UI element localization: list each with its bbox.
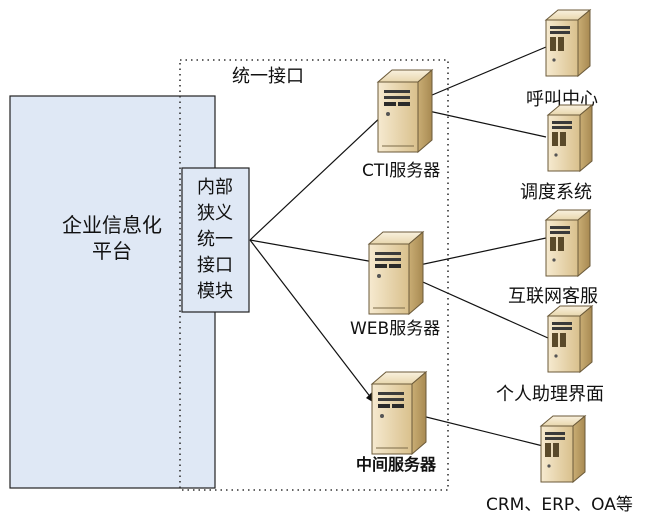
call-center-server-icon: [545, 9, 591, 77]
dispatch-label: 调度系统: [520, 182, 592, 203]
internet-service-label: 互联网客服: [508, 286, 598, 307]
internet-service-server-icon: [545, 209, 591, 277]
web-server-icon: [368, 231, 424, 315]
internal-module-line1: 内部: [197, 177, 233, 198]
internal-module-line4: 接口: [197, 255, 233, 276]
middle-server-label: 中间服务器: [356, 455, 437, 474]
dispatch-server-icon: [547, 104, 593, 172]
unified-interface-label: 统一接口: [232, 66, 304, 87]
line-module-to-middle: [249, 239, 376, 404]
crm-erp-oa-label: CRM、ERP、OA等: [486, 495, 633, 515]
line-module-to-cti: [249, 113, 385, 241]
internal-module-line3: 统一: [197, 229, 233, 250]
personal-assistant-label: 个人助理界面: [496, 384, 604, 405]
web-server-label: WEB服务器: [350, 319, 440, 339]
enterprise-platform-label-line1: 企业信息化: [62, 213, 162, 237]
middle-server-icon: [371, 371, 427, 455]
enterprise-platform-label-line2: 平台: [92, 239, 132, 263]
internal-module-line5: 模块: [197, 281, 233, 302]
cti-server-icon: [377, 69, 433, 153]
crm-erp-oa-server-icon: [540, 415, 586, 483]
internal-module-box: [181, 167, 250, 313]
personal-assistant-server-icon: [547, 305, 593, 373]
line-module-to-web: [249, 239, 375, 263]
cti-server-label: CTI服务器: [362, 161, 440, 181]
enterprise-platform-box: [9, 95, 216, 489]
internal-module-line2: 狭义: [197, 203, 233, 224]
unified-interface-boundary: [179, 59, 449, 491]
